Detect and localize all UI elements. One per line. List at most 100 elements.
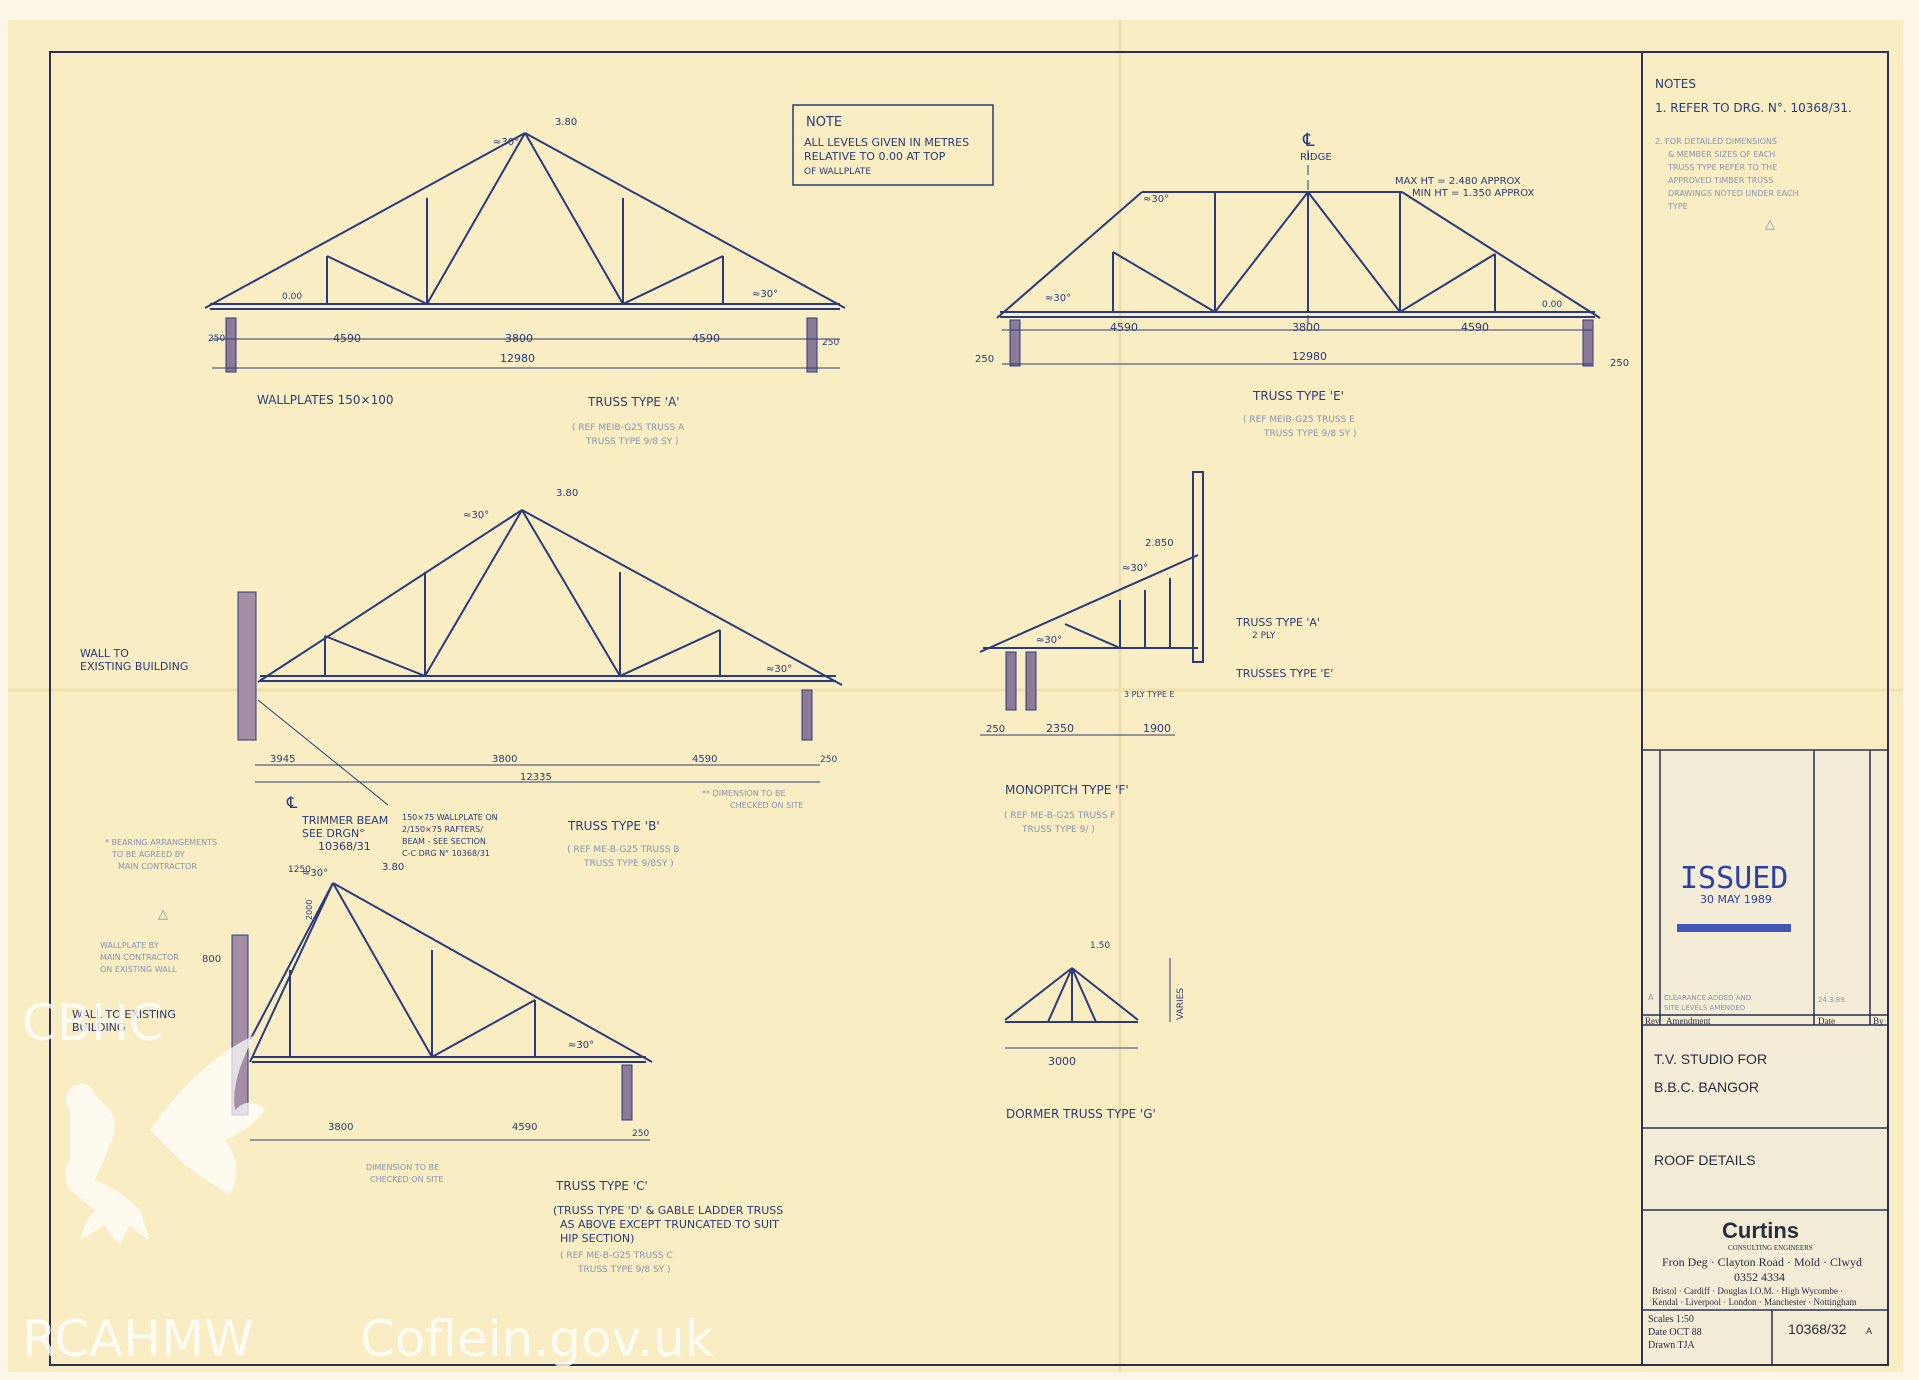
monopitch-ply-note: 3 PLY TYPE E bbox=[1124, 690, 1175, 699]
watermark-cbhc: CBHC bbox=[22, 994, 164, 1052]
drawing-title: ROOF DETAILS bbox=[1654, 1152, 1756, 1168]
rev-a-text-1: CLEARANCE ADDED AND bbox=[1664, 994, 1751, 1002]
truss-a-level: 3.80 bbox=[555, 117, 577, 128]
notes-2-line-3: TRUSS TYPE REFER TO THE bbox=[1667, 163, 1777, 172]
wall-plate-right bbox=[1582, 319, 1594, 367]
truss-e-ref-1: ( REF MEIB-G25 TRUSS E bbox=[1243, 415, 1355, 425]
truss-b-level: 3.80 bbox=[556, 488, 578, 499]
truss-a-dim-mid: 3800 bbox=[505, 332, 533, 345]
truss-a-dim-left: 4590 bbox=[333, 332, 361, 345]
trimmer-note-3: BEAM - SEE SECTION bbox=[402, 837, 486, 846]
trimmer-label-2: SEE DRGN° bbox=[302, 827, 365, 840]
scales: Scales 1:50 bbox=[1648, 1314, 1694, 1325]
company-sub: CONSULTING ENGINEERS bbox=[1728, 1244, 1813, 1252]
welsh-dragon-icon bbox=[65, 1035, 265, 1245]
wall-plate-right bbox=[1025, 651, 1037, 711]
truss-c-ref-2: TRUSS TYPE 9/8 SY ) bbox=[577, 1265, 671, 1275]
rev-column-label: Rev bbox=[1645, 1016, 1660, 1026]
truss-e-dim-total: 12980 bbox=[1292, 350, 1327, 363]
notes-2-line-6: TYPE bbox=[1667, 202, 1688, 211]
truss-c-left-note-4: WALLPLATE BY bbox=[100, 941, 159, 950]
notes-2-line-5: DRAWINGS NOTED UNDER EACH bbox=[1668, 189, 1799, 198]
truss-a-ref-1: ( REF MEIB-G25 TRUSS A bbox=[572, 423, 685, 433]
truss-a-angle-2: ≈30° bbox=[752, 289, 778, 300]
truss-e-ridge: RIDGE bbox=[1300, 152, 1332, 163]
truss-type-a bbox=[204, 132, 846, 373]
company-name: Curtins bbox=[1722, 1218, 1799, 1243]
title-block bbox=[1643, 750, 1887, 1364]
truss-a-ref-2: TRUSS TYPE 9/8 SY ) bbox=[585, 437, 679, 447]
company-offices-2: Kendal · Liverpool · London · Manchester… bbox=[1652, 1297, 1856, 1307]
wall-plate-left bbox=[1009, 319, 1021, 367]
monopitch-angle: ≈30° bbox=[1122, 563, 1148, 574]
truss-c-site-note-2: CHECKED ON SITE bbox=[370, 1175, 443, 1184]
trimmer-note-2: 2/150×75 RAFTERS/ bbox=[402, 825, 483, 834]
truss-c-left-note-3: MAIN CONTRACTOR bbox=[118, 862, 197, 871]
monopitch-type-f bbox=[979, 471, 1204, 736]
project-title-2: B.B.C. BANGOR bbox=[1654, 1079, 1759, 1095]
truss-e-dim-left: 4590 bbox=[1110, 321, 1138, 334]
truss-b-angle-2: ≈30° bbox=[766, 664, 792, 675]
trimmer-note-4: C-C DRG N° 10368/31 bbox=[402, 849, 490, 858]
truss-e-angle-2: ≈30° bbox=[1045, 293, 1071, 304]
note-line-2: RELATIVE TO 0.00 AT TOP bbox=[804, 150, 946, 163]
truss-c-site-note-1: DIMENSION TO BE bbox=[366, 1163, 439, 1172]
notes-1: 1. REFER TO DRG. N°. 10368/31. bbox=[1655, 101, 1852, 115]
monopitch-trusses-e-note: TRUSSES TYPE 'E' bbox=[1235, 667, 1333, 680]
truss-c-left-note-2: TO BE AGREED BY bbox=[111, 850, 185, 859]
truss-c-bearing: 250 bbox=[632, 1129, 649, 1139]
wall-plate-left bbox=[225, 317, 237, 373]
truss-c-dim-2000: 2000 bbox=[305, 900, 314, 920]
stamp-date: 30 MAY 1989 bbox=[1700, 893, 1772, 906]
drawing-number: 10368/32 bbox=[1788, 1321, 1847, 1337]
dormer-level: 1.50 bbox=[1090, 941, 1110, 951]
truss-e-eaves-level: 0.00 bbox=[1542, 300, 1562, 310]
project-title-1: T.V. STUDIO FOR bbox=[1654, 1051, 1767, 1067]
truss-b-ref-1: ( REF ME-B-G25 TRUSS B bbox=[567, 845, 680, 855]
truss-type-b bbox=[237, 509, 843, 806]
monopitch-truss-a-note-2: 2 PLY bbox=[1252, 631, 1276, 641]
truss-b-label: TRUSS TYPE 'B' bbox=[567, 819, 660, 833]
wall-plate-right bbox=[806, 317, 818, 373]
truss-e-label: TRUSS TYPE 'E' bbox=[1252, 389, 1344, 403]
truss-a-label: TRUSS TYPE 'A' bbox=[587, 395, 680, 409]
dormer-varies: VARIES bbox=[1176, 988, 1186, 1020]
notes-2-line-1: 2. FOR DETAILED DIMENSIONS bbox=[1655, 137, 1777, 146]
by-column-label: By bbox=[1873, 1016, 1884, 1026]
truss-c-left-note-6: ON EXISTING WALL bbox=[100, 965, 177, 974]
rev-a-text-2: SITE LEVELS AMENDED bbox=[1664, 1004, 1745, 1012]
truss-b-site-note-1: ** DIMENSION TO BE bbox=[702, 789, 786, 798]
trimmer-label-1: TRIMMER BEAM bbox=[301, 814, 388, 827]
truss-e-bearing-left: 250 bbox=[975, 354, 994, 365]
truss-c-angle: ≈30° bbox=[302, 868, 328, 879]
drawing-revision: A bbox=[1866, 1326, 1872, 1336]
date: Date OCT 88 bbox=[1648, 1327, 1702, 1338]
truss-a-dim-right: 4590 bbox=[692, 332, 720, 345]
rev-a-date: 24.3.89 bbox=[1818, 996, 1845, 1004]
wall-plate-left bbox=[1005, 651, 1017, 711]
truss-a-dim-total: 12980 bbox=[500, 352, 535, 365]
truss-c-angle-2: ≈30° bbox=[568, 1040, 594, 1051]
truss-c-wall-label-1: WALL TO EXISTING bbox=[72, 1008, 176, 1021]
company-address: Fron Deg · Clayton Road · Mold · Clwyd bbox=[1662, 1255, 1862, 1269]
drawing-border bbox=[49, 51, 1889, 1366]
company-phone: 0352 4334 bbox=[1734, 1270, 1785, 1284]
truss-a-eaves-level: 0.00 bbox=[282, 292, 302, 302]
truss-b-dim-left: 3945 bbox=[270, 754, 295, 765]
date-column-label: Date bbox=[1818, 1016, 1835, 1026]
truss-e-dim-mid: 3800 bbox=[1292, 321, 1320, 334]
truss-b-site-note-2: CHECKED ON SITE bbox=[730, 801, 803, 810]
wall-plate-right bbox=[621, 1064, 633, 1121]
existing-wall bbox=[237, 591, 257, 741]
truss-c-label: TRUSS TYPE 'C' bbox=[555, 1179, 648, 1193]
truss-b-dim-total: 12335 bbox=[520, 772, 552, 783]
note-line-1: ALL LEVELS GIVEN IN METRES bbox=[804, 136, 969, 149]
monopitch-angle-2: ≈30° bbox=[1036, 635, 1062, 646]
monopitch-ref-2: TRUSS TYPE 9/ ) bbox=[1021, 825, 1095, 835]
truss-b-bearing: 250 bbox=[820, 755, 837, 765]
truss-e-bearing-right: 250 bbox=[1610, 358, 1629, 369]
trimmer-note-1: 150×75 WALLPLATE ON bbox=[402, 813, 498, 822]
truss-e-min-ht: MIN HT = 1.350 APPROX bbox=[1412, 188, 1534, 199]
amendment-column-label: Amendment bbox=[1666, 1016, 1711, 1026]
wallplates-label: WALLPLATES 150×100 bbox=[257, 393, 393, 407]
